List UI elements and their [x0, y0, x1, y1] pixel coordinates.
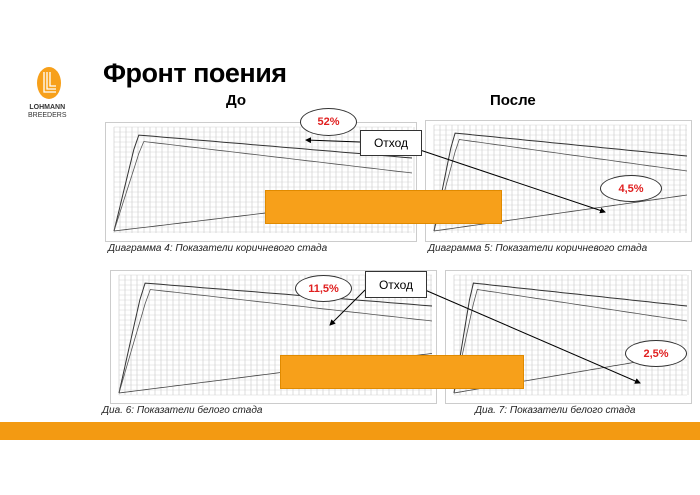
production-curve: [433, 132, 688, 232]
standard-curve: [433, 139, 688, 232]
mortality-badge: 52%: [300, 108, 357, 136]
before-label: До: [226, 92, 247, 109]
chart-caption: Диа. 7: Показатели белого стада: [475, 405, 636, 416]
chart-caption: Диа. 6: Показатели белого стада: [102, 405, 263, 416]
chart-caption: Диаграмма 5: Показатели коричневого стад…: [428, 243, 648, 254]
logo: [36, 66, 62, 105]
chart-caption: Диаграмма 4: Показатели коричневого стад…: [108, 243, 328, 254]
mortality-badge: 2,5%: [625, 340, 687, 367]
production-curve: [118, 282, 433, 394]
footer-band: [0, 422, 700, 440]
standard-curve: [453, 289, 688, 394]
mortality-badge: 4,5%: [600, 175, 662, 202]
production-curve: [453, 282, 688, 394]
standard-curve: [113, 141, 413, 232]
callout-mortality: Отход: [360, 130, 422, 156]
standard-curve: [118, 289, 433, 394]
after-label: После: [490, 92, 536, 109]
highlight-box: [265, 190, 502, 224]
callout-mortality: Отход: [365, 271, 427, 298]
highlight-box: [280, 355, 524, 389]
page-title: Фронт поения: [103, 58, 287, 88]
mortality-curve: [433, 194, 688, 232]
mortality-badge: 11,5%: [295, 275, 352, 302]
